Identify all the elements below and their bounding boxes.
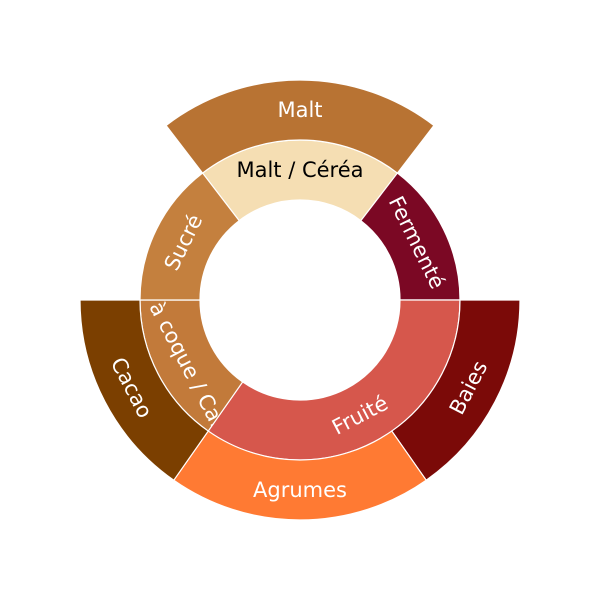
outer-label-group-2: Agrumes (253, 478, 347, 502)
outer-label-2: Agrumes (253, 478, 347, 502)
outer-segment-3 (79, 299, 210, 482)
inner-label-0: Malt / Céréa (236, 158, 363, 182)
outer-segment-0 (165, 79, 435, 174)
outer-label-0: Malt (277, 98, 322, 122)
inner-label-group-0: Malt / Céréa (236, 158, 363, 182)
outer-label-group-0: Malt (277, 98, 322, 122)
